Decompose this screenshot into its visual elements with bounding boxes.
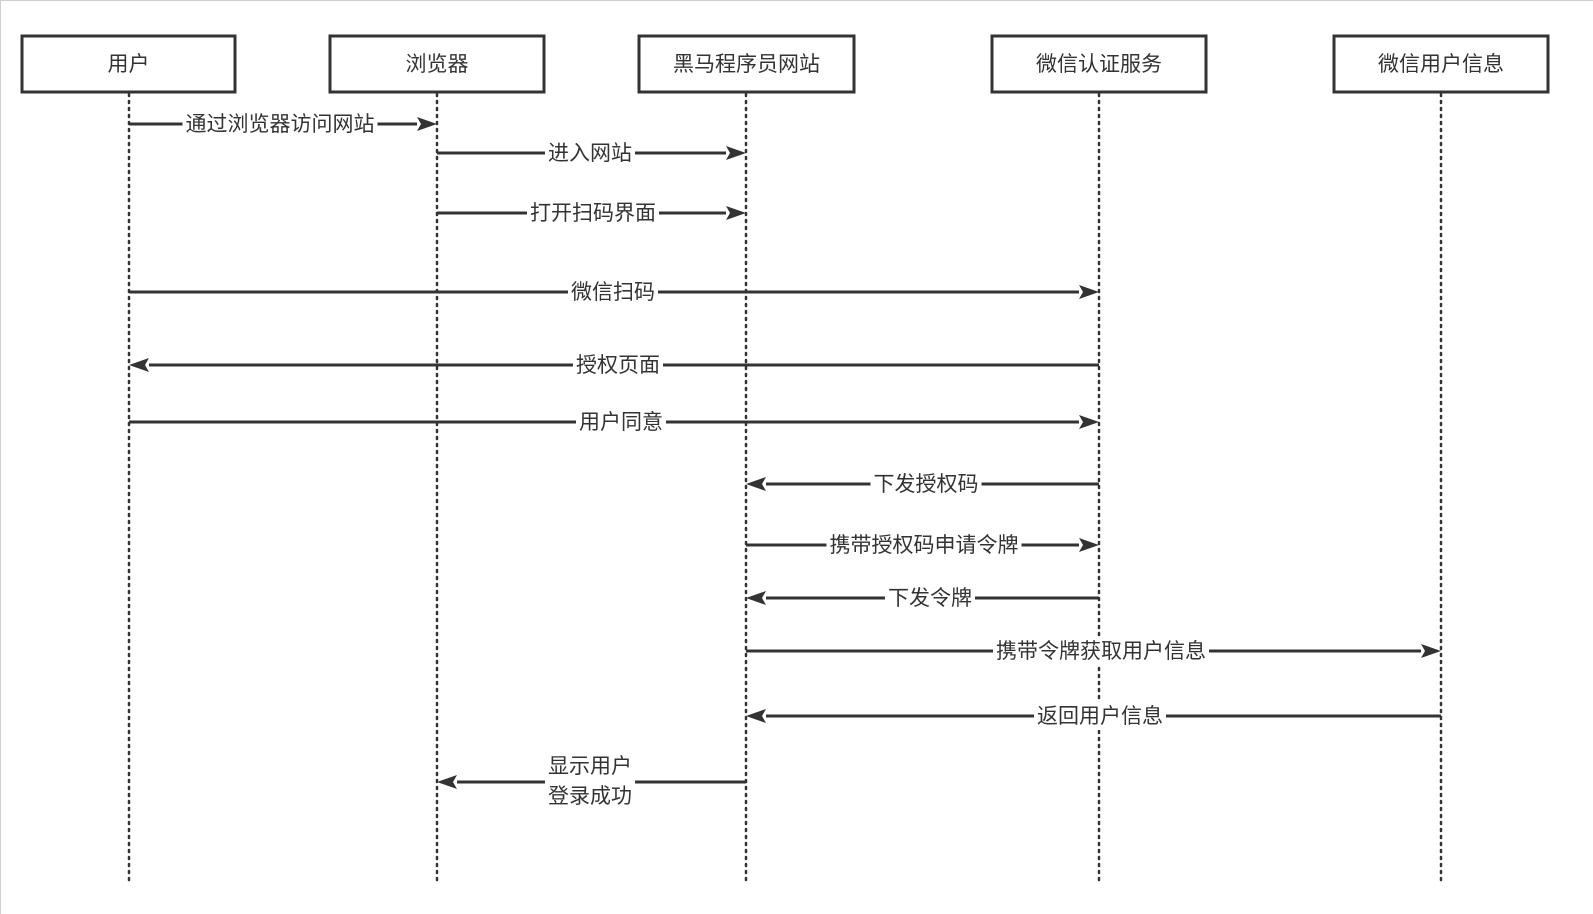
message-6: 用户同意 (129, 408, 1099, 436)
message-label-background (993, 637, 1209, 665)
message-label-background (568, 278, 658, 306)
participant-box (328, 34, 546, 94)
message-4: 微信扫码 (129, 278, 1099, 306)
participant-label: 微信用户信息 (1378, 52, 1504, 76)
participant-wxauth: 微信认证服务 (990, 34, 1208, 94)
message-label: 下发授权码 (874, 472, 979, 496)
message-label: 显示用户 (548, 754, 632, 778)
message-label-background (182, 110, 378, 138)
message-arrowhead (726, 206, 746, 220)
participant-browser: 浏览器 (328, 34, 546, 94)
message-label: 授权页面 (576, 353, 660, 377)
message-label: 返回用户信息 (1037, 704, 1163, 728)
participant-box (990, 34, 1208, 94)
message-arrowhead (417, 117, 437, 131)
message-3: 打开扫码界面 (437, 199, 746, 227)
message-label: 进入网站 (548, 141, 632, 165)
message-label-background (573, 351, 663, 379)
participant-label: 浏览器 (406, 52, 469, 76)
message-arrowhead (746, 709, 766, 723)
participant-box (20, 34, 237, 94)
message-label-background (870, 470, 982, 498)
message-label: 微信扫码 (571, 280, 655, 304)
message-arrowhead (746, 591, 766, 605)
message-label: 用户同意 (579, 410, 663, 434)
message-label-background (576, 408, 666, 436)
message-arrowhead (129, 358, 149, 372)
message-label-background (545, 752, 635, 812)
message-arrowhead (437, 775, 457, 789)
message-5: 授权页面 (129, 351, 1099, 379)
message-label: 携带授权码申请令牌 (830, 533, 1019, 557)
message-label-background (1034, 702, 1166, 730)
message-arrowhead (1079, 415, 1099, 429)
message-arrowhead (1079, 285, 1099, 299)
message-label: 通过浏览器访问网站 (186, 112, 375, 136)
message-label-background (527, 199, 659, 227)
message-arrowhead (1079, 538, 1099, 552)
participant-label: 黑马程序员网站 (673, 52, 820, 76)
message-label: 下发令牌 (888, 586, 972, 610)
message-arrowhead (746, 477, 766, 491)
message-label-background (885, 584, 975, 612)
message-8: 携带授权码申请令牌 (746, 531, 1099, 559)
participants: 用户 浏览器 黑马程序员网站 微信认证服务 微信用户信息 (20, 34, 1550, 94)
participant-label: 用户 (108, 52, 150, 76)
participant-box (637, 34, 856, 94)
participant-label: 微信认证服务 (1036, 52, 1162, 76)
message-label-background (545, 139, 635, 167)
participant-wxuser: 微信用户信息 (1332, 34, 1550, 94)
message-label: 打开扫码界面 (530, 201, 656, 225)
message-7: 下发授权码 (746, 470, 1099, 498)
message-10: 携带令牌获取用户信息 (746, 637, 1441, 665)
message-label: 携带令牌获取用户信息 (996, 639, 1206, 663)
lifelines (127, 92, 1443, 884)
messages: 通过浏览器访问网站进入网站打开扫码界面微信扫码授权页面用户同意下发授权码携带授权… (129, 110, 1441, 812)
message-label: 登录成功 (548, 784, 632, 808)
message-1: 通过浏览器访问网站 (129, 110, 437, 138)
message-11: 返回用户信息 (746, 702, 1441, 730)
participant-user: 用户 (20, 34, 237, 94)
message-9: 下发令牌 (746, 584, 1099, 612)
participant-box (1332, 34, 1550, 94)
message-2: 进入网站 (437, 139, 746, 167)
participant-site: 黑马程序员网站 (637, 34, 856, 94)
message-label-background (826, 531, 1022, 559)
message-arrowhead (726, 146, 746, 160)
message-arrowhead (1421, 644, 1441, 658)
